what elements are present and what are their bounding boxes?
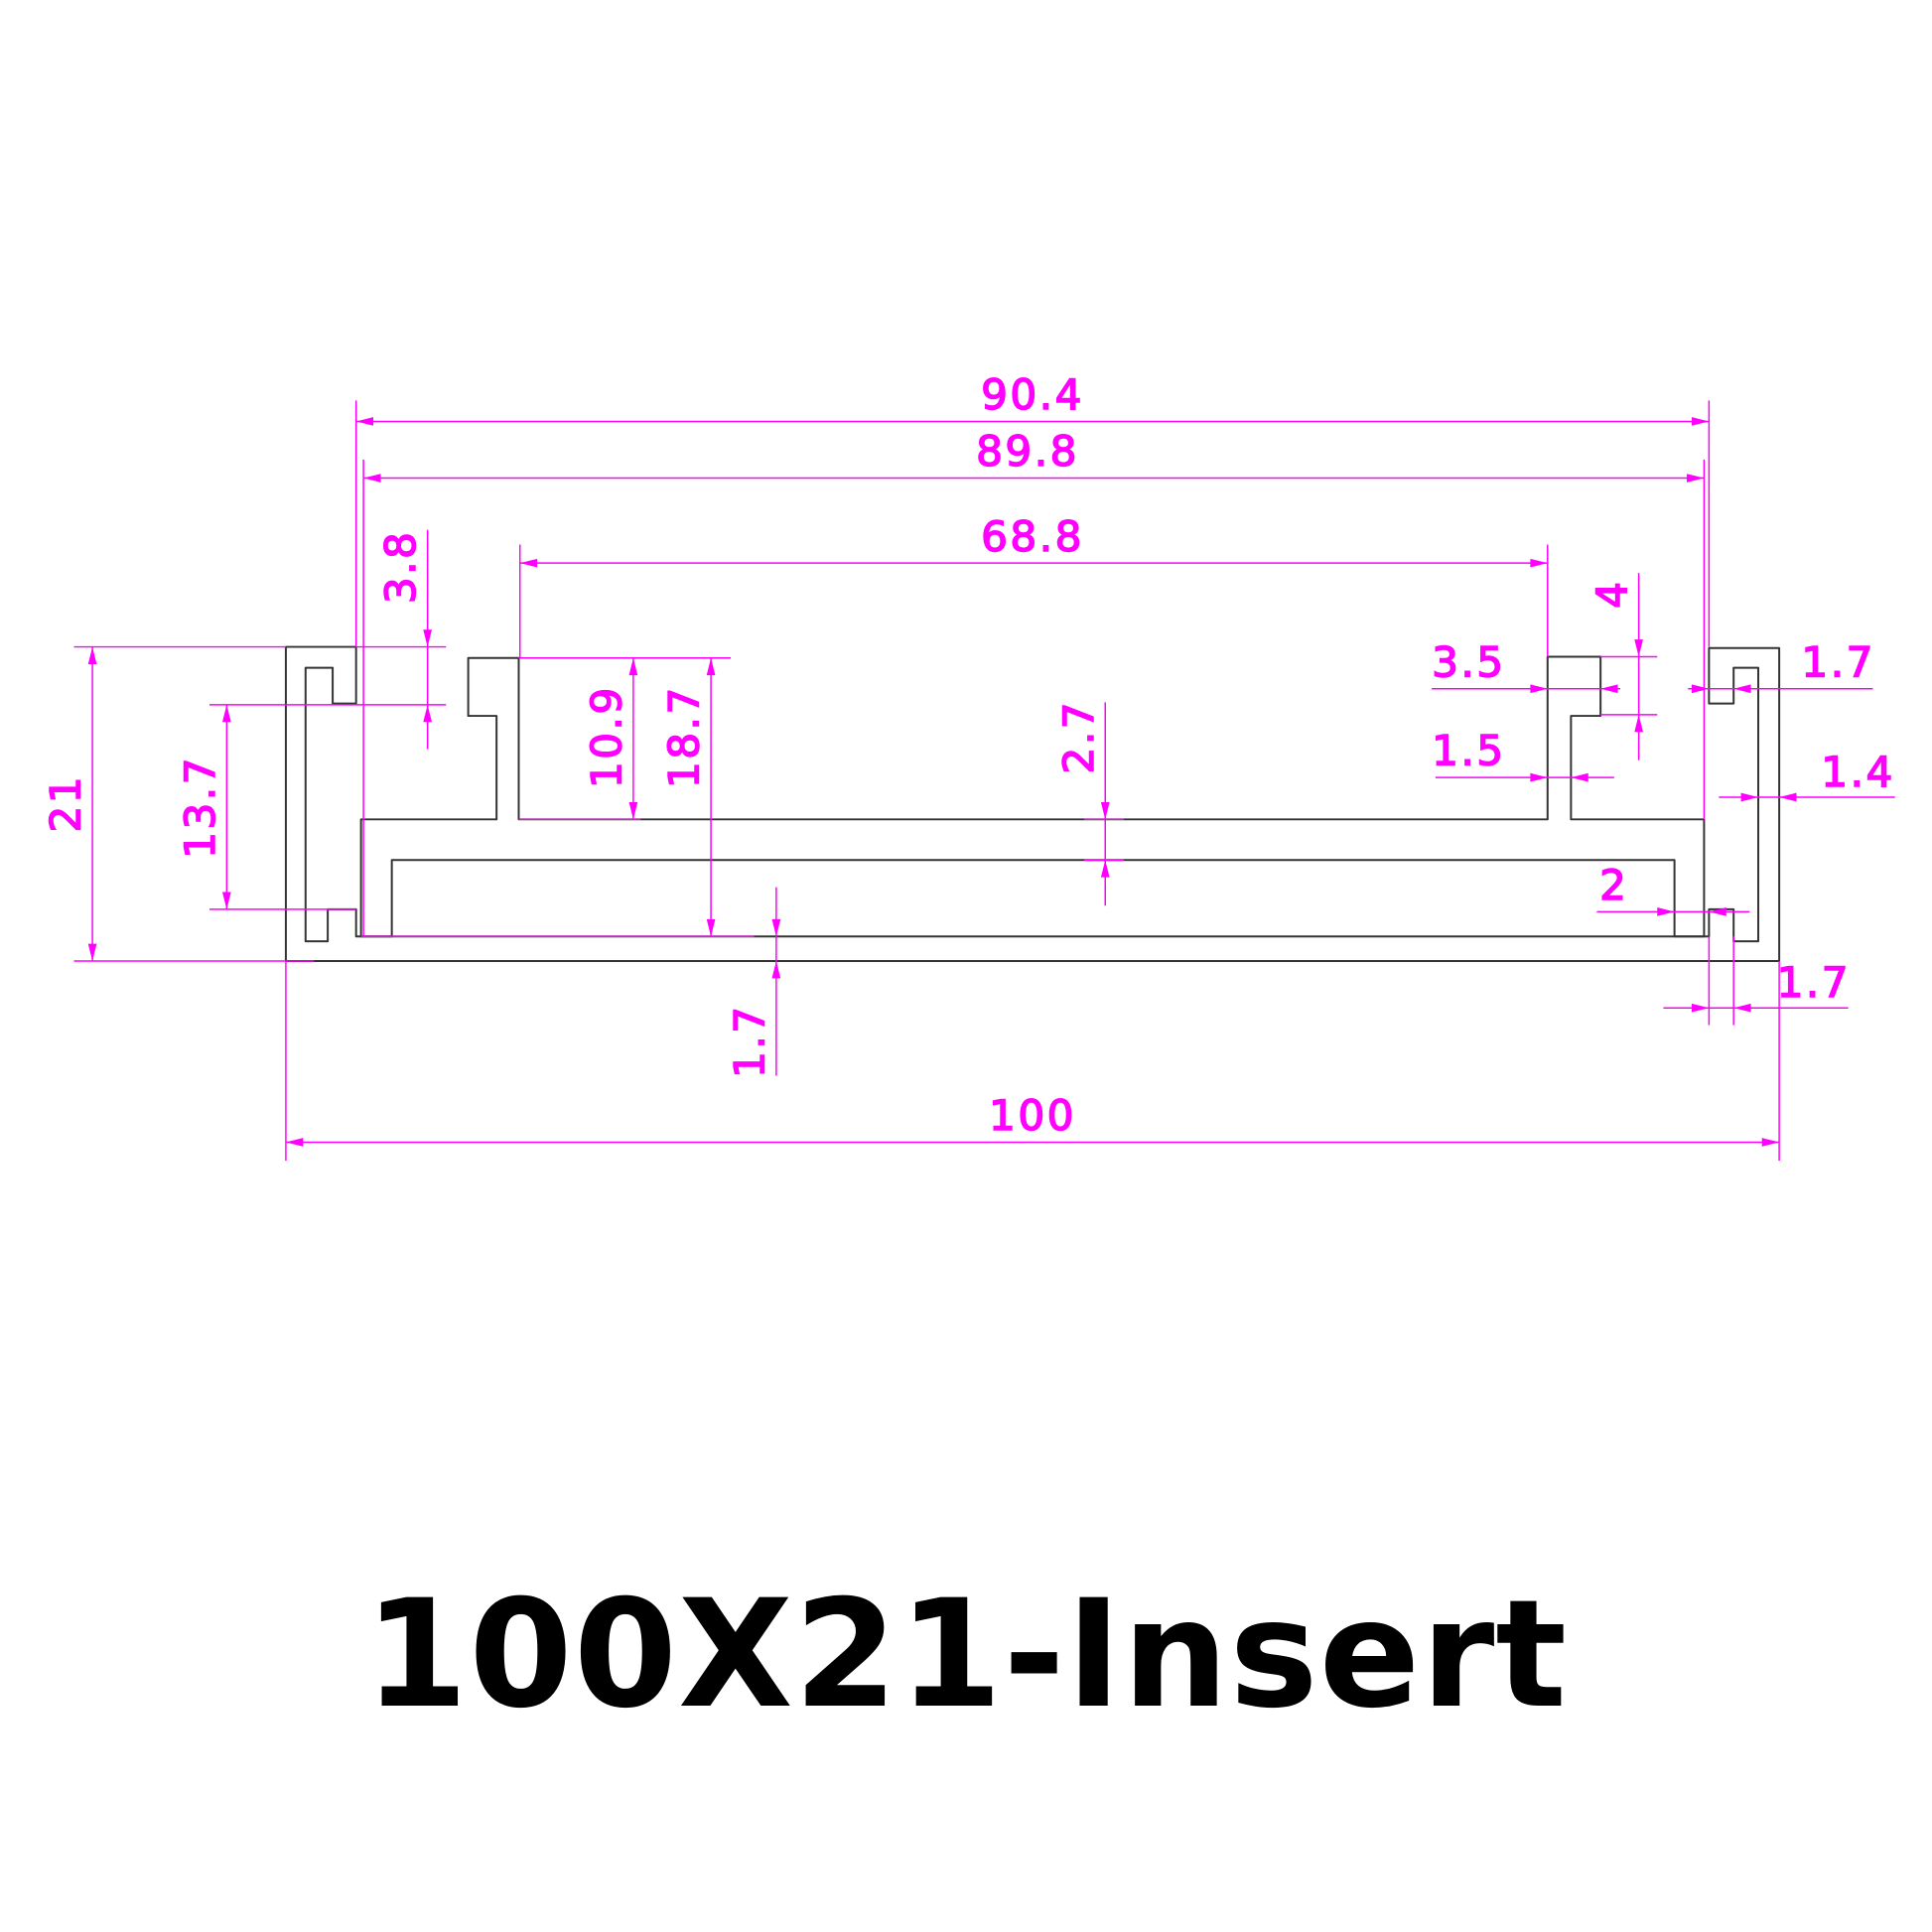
dimension-hook-width-bottom: 1.7 [1663,936,1852,1026]
dimension-label: 90.4 [981,370,1084,419]
arrowhead-icon [285,1138,304,1147]
dimension-label: 100 [989,1091,1076,1140]
dimension-label: 4 [1587,580,1636,609]
arrowhead-icon [1634,639,1643,657]
arrowhead-icon [1657,907,1675,916]
dimension-lip-width: 3.5 [1431,637,1621,694]
dimension-side-wall: 2 [1596,860,1750,916]
dimension-label: 89.8 [976,427,1079,476]
dimension-label: 18.7 [660,685,709,788]
arrowhead-icon [1733,684,1751,694]
arrowhead-icon [1687,474,1705,483]
arrowhead-icon [1761,1138,1780,1147]
arrowhead-icon [1634,714,1643,733]
arrowhead-icon [1733,1003,1751,1013]
arrowhead-icon [423,704,432,723]
dimension-label: 21 [42,774,90,833]
dimension-label: 1.7 [1801,637,1875,686]
arrowhead-icon [628,657,638,676]
arrowhead-icon [1709,907,1726,916]
dimension-label: 1.7 [725,1004,773,1078]
arrowhead-icon [1691,684,1710,694]
arrowhead-icon [1571,772,1588,782]
arrowhead-icon [1530,772,1548,782]
dimension-label: 3.5 [1432,637,1506,686]
dimension-label: 2.7 [1054,700,1103,774]
arrowhead-icon [1740,792,1759,802]
dimension-label: 13.7 [176,756,224,859]
outer-frame-profile [284,645,1781,963]
dimension-lip-height: 4 [1587,573,1658,760]
dimension-insert-height: 18.7 [360,657,755,937]
arrowhead-icon [1530,558,1548,568]
dimension-label: 2 [1599,861,1628,909]
arrowhead-icon [87,646,97,664]
arrowhead-icon [363,474,381,483]
dimension-overall-height: 21 [41,645,315,962]
dimension-label: 10.9 [582,685,630,788]
arrowhead-icon [87,943,97,962]
dimension-label: 1.5 [1432,727,1506,775]
arrowhead-icon [222,704,231,723]
arrowhead-icon [355,417,374,426]
dimension-rib-height: 10.9 [518,656,731,821]
dimension-label: 1.7 [1777,958,1852,1007]
arrowhead-icon [1100,801,1110,820]
arrowhead-icon [628,801,638,820]
dimension-insert-width: 89.8 [362,426,1706,937]
arrowhead-icon [222,892,231,909]
arrowhead-icon [706,918,716,937]
dimension-base-thickness: 1.7 [725,887,781,1079]
dimension-rib-thickness: 1.5 [1431,726,1614,782]
arrowhead-icon [1691,417,1710,426]
dimension-overall-width: 100 [285,961,1780,1162]
dimension-label: 68.8 [981,512,1084,561]
product-title: 100X21-Insert [363,1569,1569,1741]
arrowhead-icon [519,558,538,568]
arrowhead-icon [1691,1003,1710,1013]
dimension-top-opening: 68.8 [518,511,1549,658]
arrowhead-icon [1530,684,1548,694]
dimension-label: 1.4 [1821,748,1895,796]
dimension-insert-web: 2.7 [1053,699,1124,906]
dimension-wall-thickness: 1.4 [1719,747,1895,802]
arrowhead-icon [771,961,781,979]
dimension-overall-width-inner-top: 90.4 [354,369,1711,647]
arrowhead-icon [706,657,716,676]
dimension-clip-inner-height: 13.7 [175,704,447,910]
dimension-label: 3.8 [376,530,425,605]
arrowhead-icon [771,918,781,937]
dimension-clip-hook-depth: 3.8 [355,529,447,750]
arrowhead-icon [423,629,432,647]
arrowhead-icon [1100,860,1110,878]
dimension-hook-width-top: 1.7 [1688,637,1875,694]
arrowhead-icon [1600,684,1618,694]
insert-profile [359,655,1706,938]
arrowhead-icon [1779,792,1797,802]
